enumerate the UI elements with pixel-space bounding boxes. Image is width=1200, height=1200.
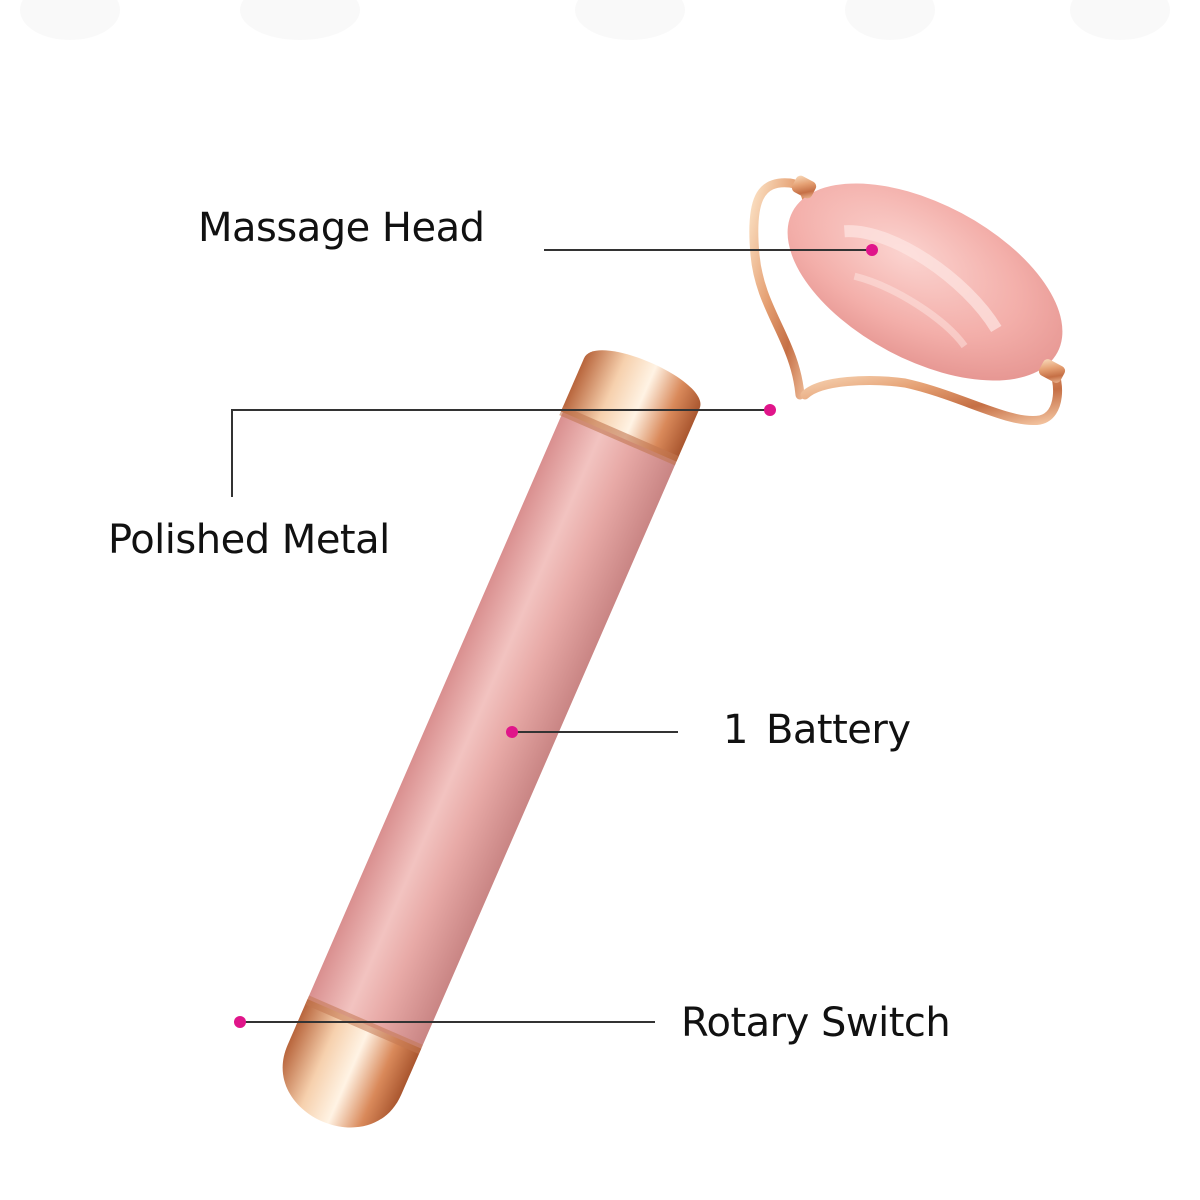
battery-word: Battery <box>765 707 911 753</box>
top-faded-text <box>20 0 1170 40</box>
battery-count: 1 <box>723 707 748 753</box>
label-polished-metal: Polished Metal <box>108 517 390 563</box>
marker-massage-head <box>866 244 878 256</box>
roller-stone <box>787 175 1066 383</box>
label-massage-head: Massage Head <box>198 205 485 251</box>
handle-body <box>282 350 701 1128</box>
marker-battery <box>506 726 518 738</box>
marker-polished-metal <box>764 404 776 416</box>
label-battery: 1 Battery <box>723 710 911 750</box>
leader-lines <box>231 249 872 1023</box>
leader-polished-metal <box>231 409 770 497</box>
marker-rotary-switch <box>234 1016 246 1028</box>
label-rotary-switch: Rotary Switch <box>681 1000 951 1046</box>
marker-dots <box>234 244 878 1028</box>
